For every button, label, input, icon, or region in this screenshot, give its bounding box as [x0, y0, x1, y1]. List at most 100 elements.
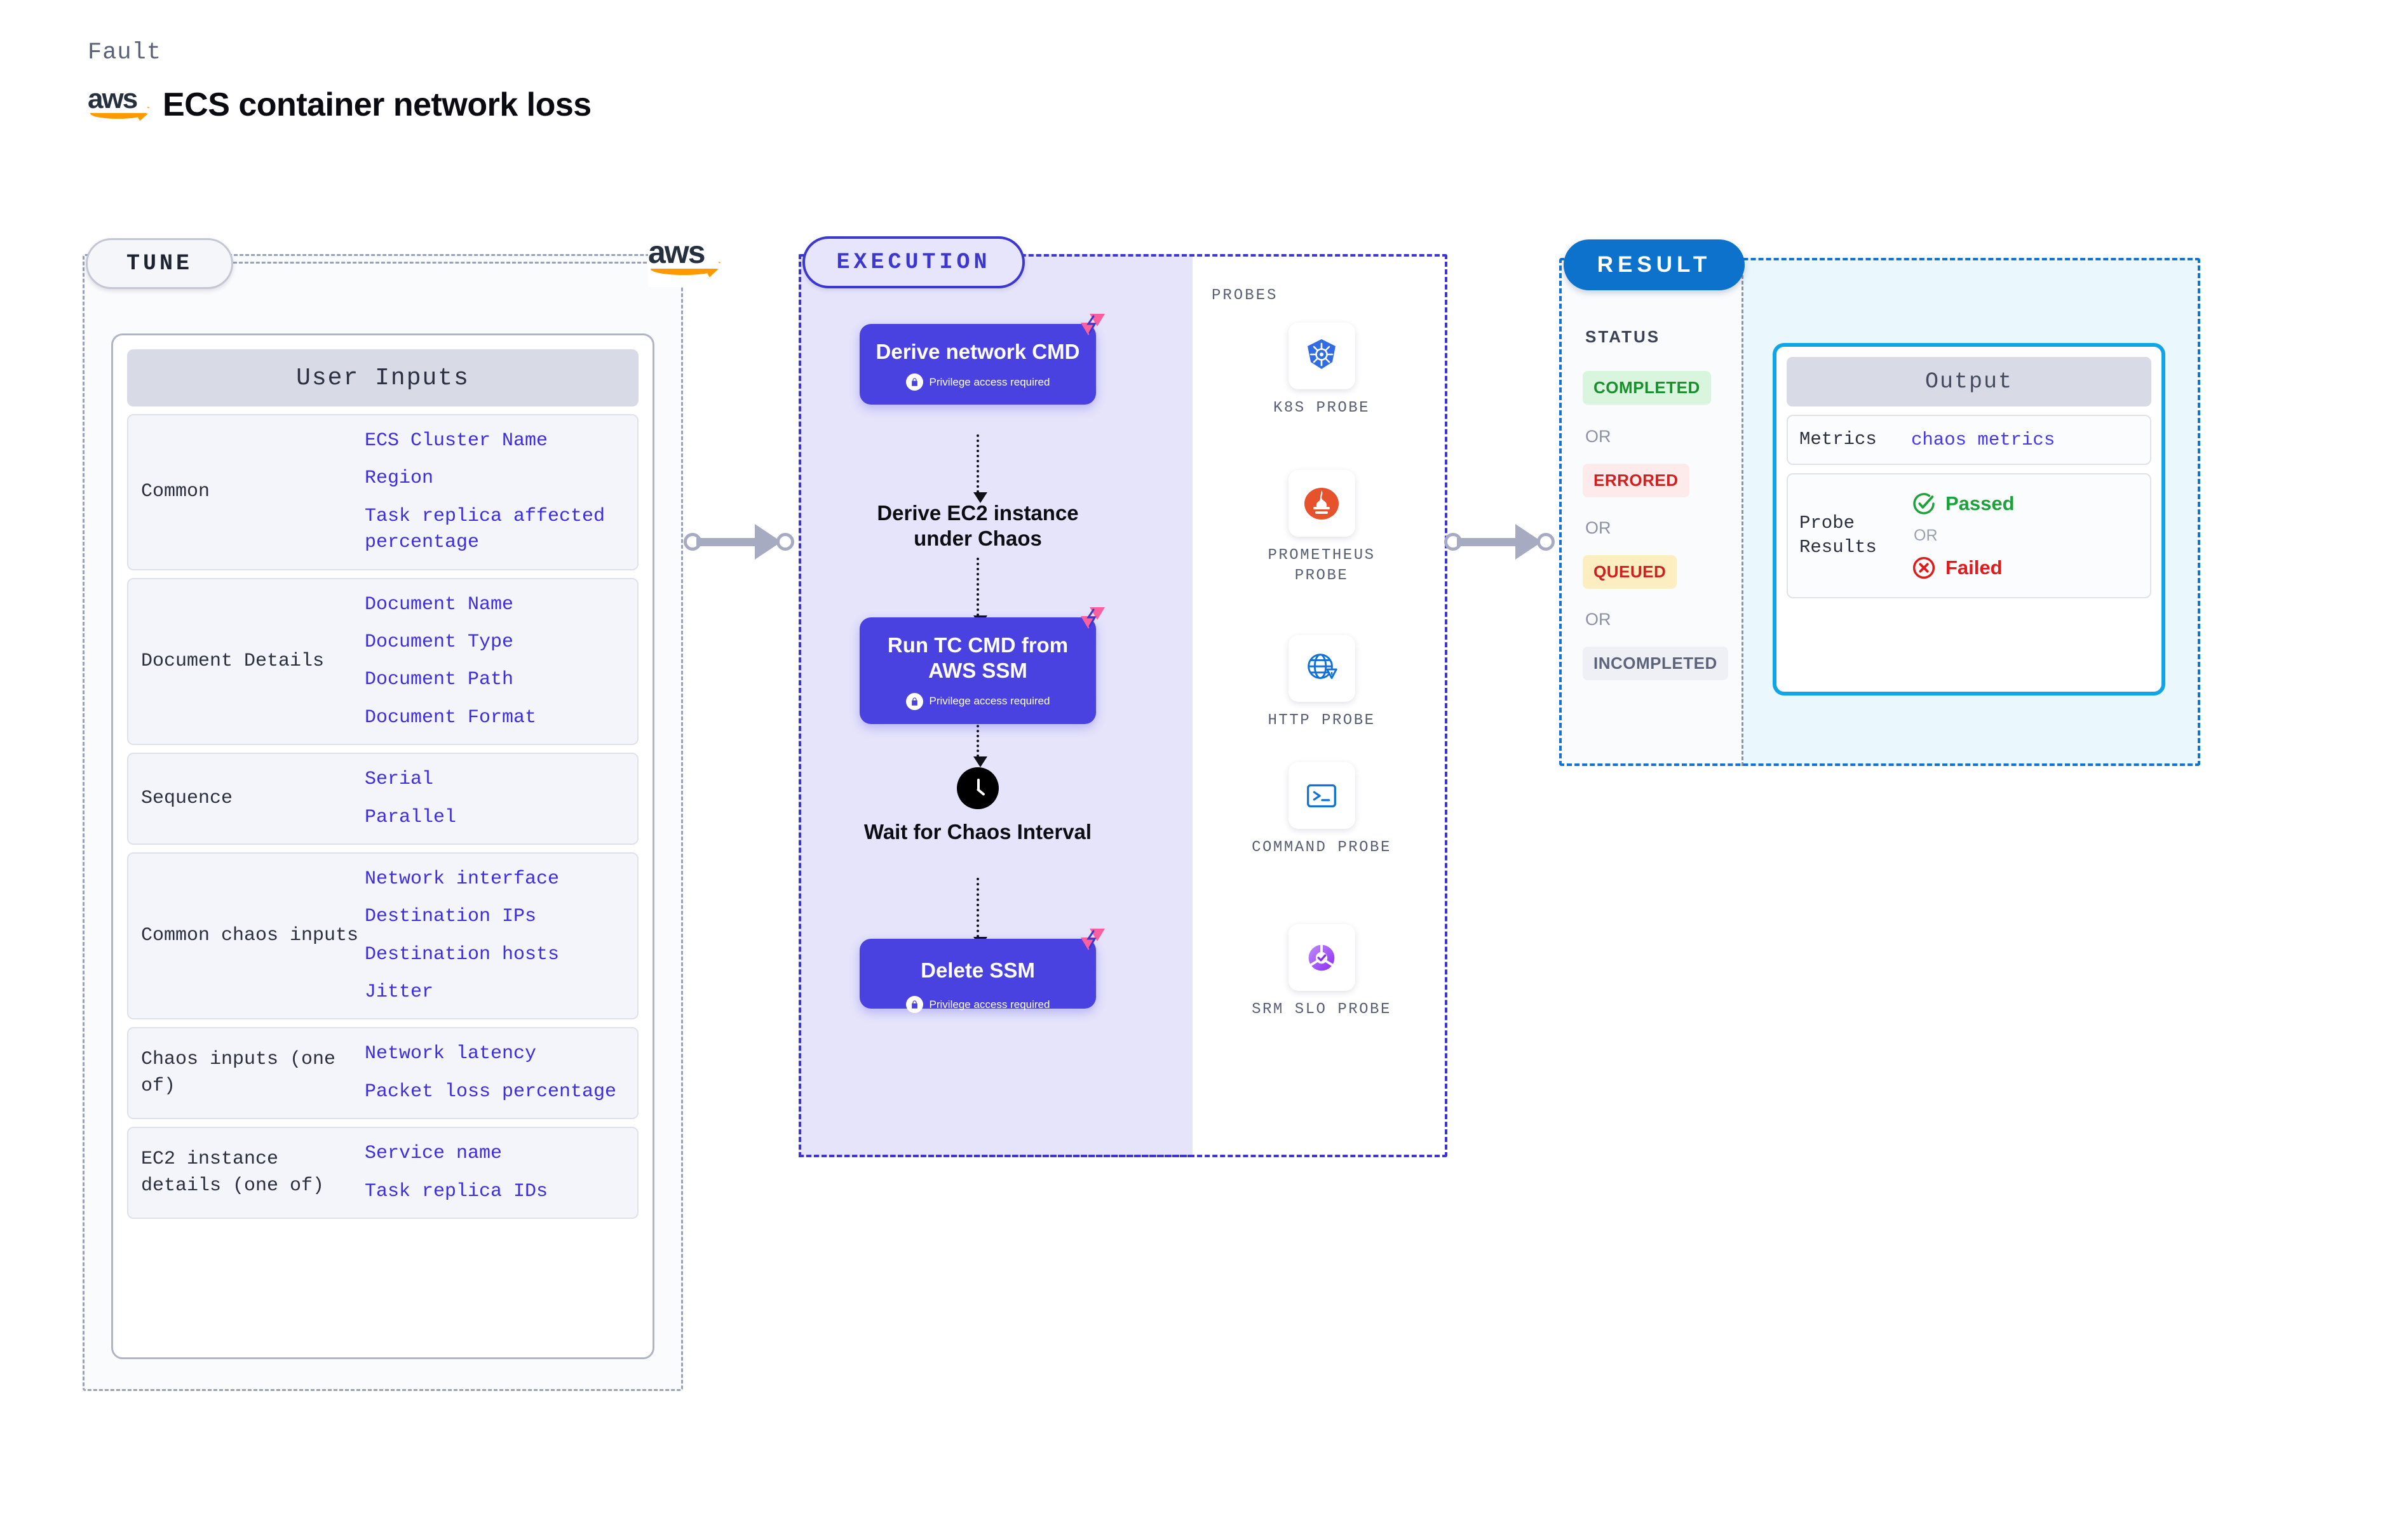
probe-result-or: OR	[1914, 526, 1938, 544]
passed-label: Passed	[1945, 492, 2015, 514]
status-badge-queued: QUEUED	[1583, 555, 1677, 589]
user-inputs-row-label: Chaos inputs (one of)	[141, 1049, 336, 1097]
arrow-execution-to-result	[1444, 524, 1562, 560]
status-badge-incompleted: INCOMPLETED	[1583, 647, 1728, 680]
tune-badge-label: TUNE	[126, 251, 193, 276]
flow-connector-3	[973, 710, 987, 767]
probe-result-failed: Failed	[1911, 555, 2015, 581]
user-inputs-value: ECS Cluster Name	[365, 430, 548, 452]
probe-prometheus[interactable]: PROMETHEUS PROBE	[1248, 470, 1395, 587]
result-status-panel	[1559, 258, 1743, 766]
page-header: Fault aws ECS container network loss	[88, 39, 592, 124]
page-title: ECS container network loss	[163, 86, 592, 123]
output-row-metrics: Metrics chaos metrics	[1787, 415, 2151, 465]
user-inputs-row-label: Common chaos inputs	[141, 924, 359, 946]
result-badge[interactable]: RESULT	[1564, 239, 1745, 290]
arrow-bar	[696, 538, 768, 546]
probe-label: COMMAND PROBE	[1252, 839, 1391, 856]
node-title: Delete SSM	[921, 958, 1035, 982]
probe-label: PROMETHEUS PROBE	[1268, 547, 1376, 585]
user-inputs-value: Document Name	[365, 593, 514, 615]
privilege-note: Privilege access required	[860, 983, 1096, 1027]
privilege-note: Privilege access required	[860, 684, 1096, 724]
aws-logo-icon: aws	[88, 85, 150, 124]
result-badge-label: RESULT	[1597, 252, 1712, 277]
prometheus-icon	[1288, 470, 1355, 537]
execution-badge-label: EXECUTION	[836, 250, 991, 275]
arrow-end-dot	[776, 533, 794, 551]
privilege-text: Privilege access required	[929, 375, 1050, 388]
tune-badge[interactable]: TUNE	[86, 238, 233, 289]
user-inputs-row-label: EC2 instance details (one of)	[141, 1148, 325, 1197]
status-label: STATUS	[1585, 327, 1661, 346]
execution-node-derive-network-cmd[interactable]: Derive network CMD Privilege access requ…	[860, 314, 1105, 405]
node-title: Run TC CMD from AWS SSM	[887, 633, 1069, 683]
user-inputs-row-label: Common	[141, 481, 210, 503]
lock-icon	[905, 692, 923, 710]
status-or-2: OR	[1585, 518, 1611, 537]
failed-label: Failed	[1945, 556, 2003, 579]
harness-corner-icon	[1081, 314, 1105, 335]
user-inputs-value: Region	[365, 467, 434, 490]
harness-corner-icon	[1081, 929, 1105, 950]
flow-connector-2	[973, 558, 987, 626]
probe-k8s[interactable]: K8S PROBE	[1248, 323, 1395, 419]
lock-icon	[905, 373, 923, 391]
execution-step-derive-ec2: Derive EC2 instance under Chaos	[877, 501, 1079, 551]
http-globe-warning-icon	[1288, 635, 1355, 702]
output-row-label: Probe Results	[1799, 512, 1877, 558]
probe-label: K8S PROBE	[1273, 400, 1370, 417]
privilege-text: Privilege access required	[929, 695, 1050, 707]
flow-connector-4	[973, 878, 987, 948]
aws-logo-icon: aws	[648, 236, 721, 287]
x-circle-icon	[1912, 556, 1935, 579]
check-circle-icon	[1913, 493, 1935, 514]
user-inputs-value: Packet loss percentage	[365, 1080, 617, 1103]
execution-node-delete-ssm[interactable]: Delete SSM Privilege access required	[860, 929, 1105, 1014]
user-inputs-value: Network interface	[365, 868, 560, 890]
user-inputs-value: Destination hosts	[365, 943, 560, 965]
output-row-probe-results: Probe Results Passed OR Failed	[1787, 473, 2151, 598]
arrow-tune-to-execution	[684, 524, 802, 560]
flow-connector-1	[973, 434, 987, 503]
result-section	[1559, 258, 2200, 766]
user-inputs-value: Service name	[365, 1143, 503, 1165]
user-inputs-value: Parallel	[365, 806, 457, 828]
privilege-text: Privilege access required	[929, 998, 1050, 1011]
execution-node-run-tc-cmd[interactable]: Run TC CMD from AWS SSM Privilege access…	[860, 607, 1105, 724]
status-or-1: OR	[1585, 427, 1611, 446]
user-inputs-title-label: User Inputs	[296, 364, 470, 392]
clock-hand-minute	[976, 788, 985, 796]
node-title: Derive network CMD	[876, 340, 1080, 363]
user-inputs-value: Jitter	[365, 981, 434, 1004]
probe-label: SRM SLO PROBE	[1252, 1001, 1391, 1018]
user-inputs-row: EC2 instance details (one of) Service nam…	[127, 1127, 639, 1219]
probe-command[interactable]: COMMAND PROBE	[1248, 762, 1395, 858]
output-row-label: Metrics	[1799, 429, 1877, 450]
user-inputs-value: Task replica affected percentage	[365, 505, 605, 554]
execution-badge[interactable]: EXECUTION	[802, 236, 1025, 288]
user-inputs-value: Network latency	[365, 1043, 537, 1065]
eyebrow-label: Fault	[88, 39, 162, 66]
execution-step-wait-for-chaos: Wait for Chaos Interval	[863, 820, 1092, 843]
user-inputs-row-label: Document Details	[141, 650, 325, 672]
output-row-value: chaos metrics	[1911, 429, 2055, 450]
status-badge-errored: ERRORED	[1583, 464, 1689, 497]
output-title: Output	[1787, 357, 2151, 406]
probe-http[interactable]: HTTP PROBE	[1248, 635, 1395, 731]
clock-hand-hour	[977, 779, 980, 790]
arrow-bar	[1457, 538, 1528, 546]
user-inputs-value: Document Type	[365, 631, 514, 653]
probe-srm-slo[interactable]: SRM SLO PROBE	[1248, 924, 1395, 1020]
probe-result-values: Passed OR Failed	[1911, 491, 2015, 581]
